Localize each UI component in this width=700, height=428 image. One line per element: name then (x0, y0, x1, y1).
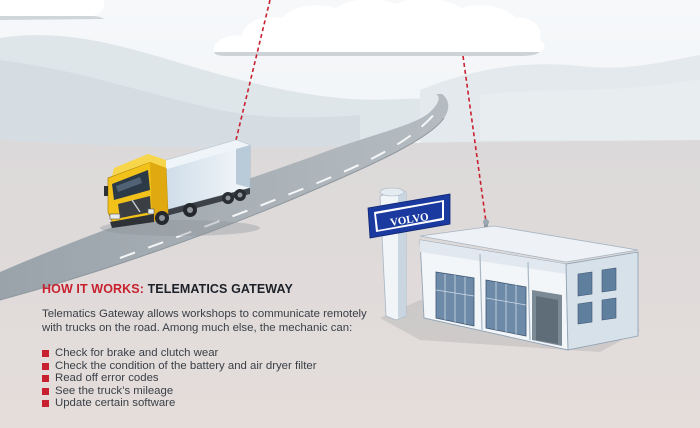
volvo-sign (367, 187, 451, 321)
list-item: Read off error codes (42, 372, 382, 385)
description-text: Telematics Gateway allows workshops to c… (42, 308, 367, 334)
section-heading: HOW IT WORKS: TELEMATICS GATEWAY (42, 282, 382, 296)
list-item: Check for brake and clutch wear (42, 347, 382, 360)
list-item: Update certain software (42, 397, 382, 410)
mountains (0, 35, 700, 160)
bullet-square-icon (42, 350, 49, 357)
list-item-text: Check the condition of the battery and a… (55, 359, 317, 372)
bullet-square-icon (42, 400, 49, 408)
capability-list: Check for brake and clutch wear Check th… (42, 347, 382, 410)
workshop (419, 219, 639, 351)
list-item-text: Check for brake and clutch wear (55, 347, 219, 359)
list-item: Check the condition of the battery and a… (42, 360, 382, 373)
bullet-square-icon (42, 387, 49, 395)
cloud-left (0, 0, 105, 20)
list-item-text: Read off error codes (55, 372, 159, 385)
bullet-square-icon (42, 375, 49, 383)
heading-prefix: HOW IT WORKS: (42, 282, 144, 296)
heading-title: TELEMATICS GATEWAY (147, 282, 293, 296)
info-panel: HOW IT WORKS: TELEMATICS GATEWAY Telemat… (42, 282, 382, 410)
list-item: See the truck’s mileage (42, 385, 382, 398)
truck (100, 139, 260, 236)
bullet-square-icon (42, 362, 49, 370)
signal-line-truck (235, 0, 271, 141)
cloud-right (213, 0, 545, 56)
signal-lines (235, 0, 487, 223)
list-item-text: See the truck’s mileage (55, 384, 174, 397)
list-item-text: Update certain software (55, 397, 176, 410)
